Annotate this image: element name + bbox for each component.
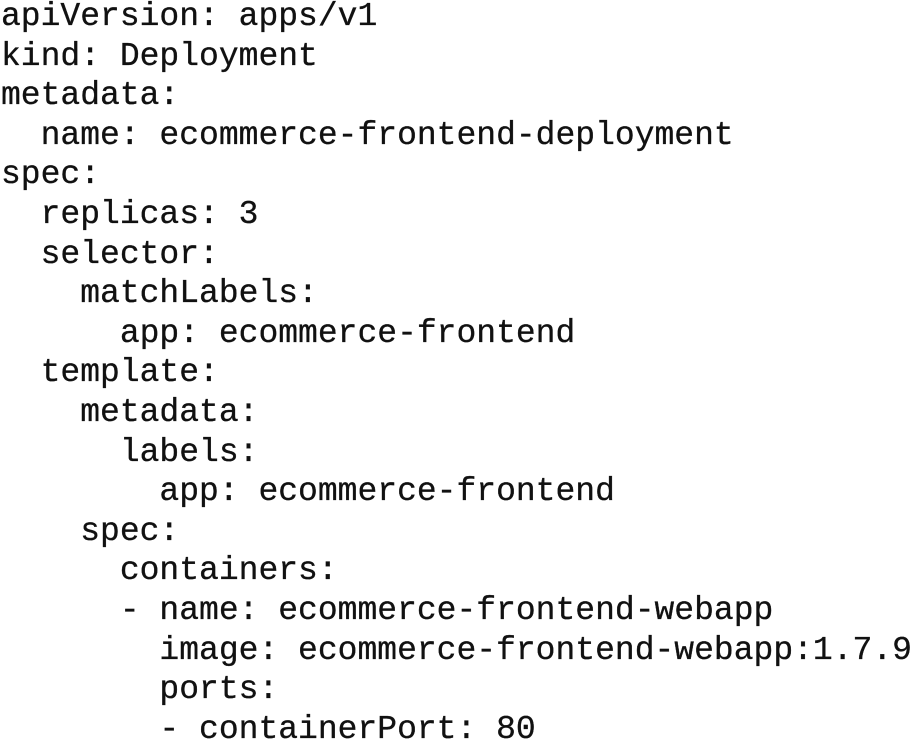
code-line: name: ecommerce-frontend-deployment <box>1 116 734 154</box>
code-line: app: ecommerce-frontend <box>1 314 576 352</box>
code-line: template: <box>1 354 219 392</box>
code-line: app: ecommerce-frontend <box>1 473 615 511</box>
code-line: - containerPort: 80 <box>1 710 536 748</box>
code-line: metadata: <box>1 393 259 431</box>
code-line: replicas: 3 <box>1 195 259 233</box>
code-line: spec: <box>1 156 101 194</box>
code-line: ports: <box>1 671 279 709</box>
code-line: image: ecommerce-frontend-webapp:1.7.9 <box>1 631 912 669</box>
code-line: metadata: <box>1 77 180 115</box>
code-line: matchLabels: <box>1 275 318 313</box>
code-line: labels: <box>1 433 259 471</box>
code-line: selector: <box>1 235 219 273</box>
code-line: spec: <box>1 512 180 550</box>
code-line: - name: ecommerce-frontend-webapp <box>1 591 774 629</box>
code-line: containers: <box>1 552 338 590</box>
code-line: kind: Deployment <box>1 37 318 75</box>
code-line: apiVersion: apps/v1 <box>1 0 378 35</box>
